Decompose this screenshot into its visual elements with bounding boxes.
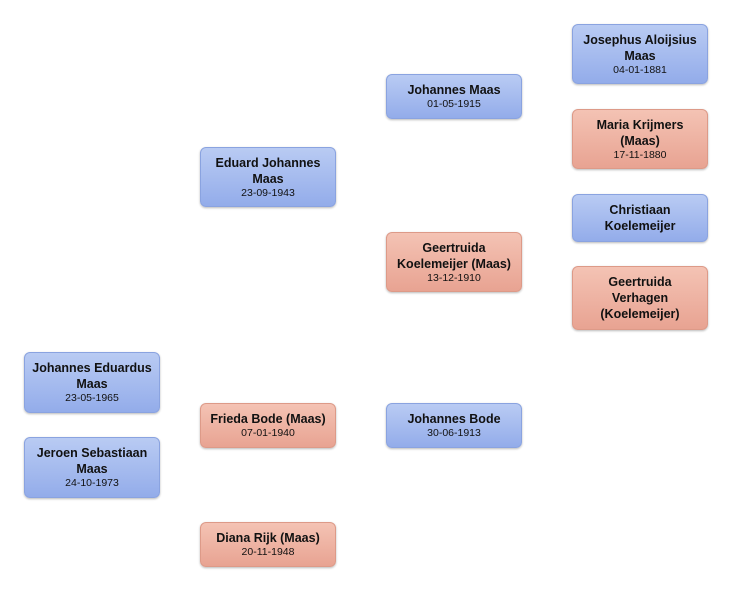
person-name: Geertruida Verhagen (Koelemeijer) xyxy=(600,275,680,321)
person-name: Johannes Bode xyxy=(407,412,501,426)
person-card-eduard-johannes-maas[interactable]: Eduard Johannes Maas 23-09-1943 xyxy=(200,147,336,207)
person-name: Geertruida Koelemeijer (Maas) xyxy=(397,240,511,271)
person-date: 07-01-1940 xyxy=(241,427,295,439)
person-date: 04-01-1881 xyxy=(613,63,667,76)
person-date: 13-12-1910 xyxy=(427,271,481,284)
person-card-christiaan-koelemeijer[interactable]: Christiaan Koelemeijer xyxy=(572,194,708,242)
person-name: Christiaan Koelemeijer xyxy=(604,203,676,233)
person-card-johannes-bode[interactable]: Johannes Bode 30-06-1913 xyxy=(386,403,522,448)
person-name: Johannes Maas xyxy=(407,83,501,97)
person-name: Diana Rijk (Maas) xyxy=(216,531,320,545)
person-name: Johannes Eduardus Maas xyxy=(32,361,152,391)
person-date: 01-05-1915 xyxy=(427,98,481,110)
person-date: 20-11-1948 xyxy=(241,546,295,558)
person-card-jeroen-sebastiaan-maas[interactable]: Jeroen Sebastiaan Maas 24-10-1973 xyxy=(24,437,160,498)
person-date: 24-10-1973 xyxy=(65,477,119,489)
person-card-frieda-bode[interactable]: Frieda Bode (Maas) 07-01-1940 xyxy=(200,403,336,448)
person-card-geertruida-verhagen[interactable]: Geertruida Verhagen (Koelemeijer) xyxy=(572,266,708,330)
person-name: Eduard Johannes Maas xyxy=(215,155,321,186)
person-card-maria-krijmers[interactable]: Maria Krijmers (Maas) 17-11-1880 xyxy=(572,109,708,169)
person-name: Frieda Bode (Maas) xyxy=(210,412,326,426)
person-date: 23-05-1965 xyxy=(65,392,119,404)
person-card-johannes-maas[interactable]: Johannes Maas 01-05-1915 xyxy=(386,74,522,119)
person-card-geertruida-koelemeijer[interactable]: Geertruida Koelemeijer (Maas) 13-12-1910 xyxy=(386,232,522,292)
person-name: Jeroen Sebastiaan Maas xyxy=(36,446,148,476)
person-date: 17-11-1880 xyxy=(613,148,667,161)
person-date: 23-09-1943 xyxy=(241,186,295,199)
person-card-josephus-aloijsius-maas[interactable]: Josephus Aloijsius Maas 04-01-1881 xyxy=(572,24,708,84)
person-card-diana-rijk[interactable]: Diana Rijk (Maas) 20-11-1948 xyxy=(200,522,336,567)
person-card-johannes-eduardus-maas[interactable]: Johannes Eduardus Maas 23-05-1965 xyxy=(24,352,160,413)
person-name: Maria Krijmers (Maas) xyxy=(596,117,684,148)
person-date: 30-06-1913 xyxy=(427,427,481,439)
person-name: Josephus Aloijsius Maas xyxy=(583,32,697,63)
